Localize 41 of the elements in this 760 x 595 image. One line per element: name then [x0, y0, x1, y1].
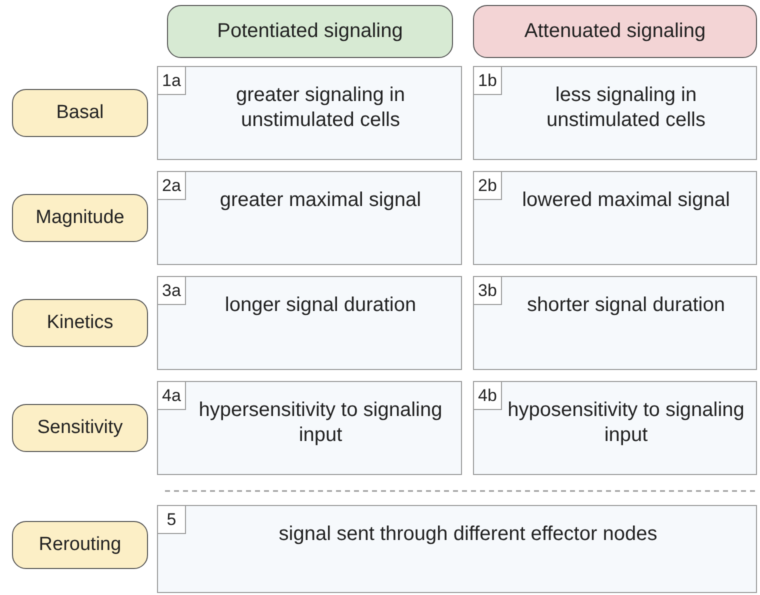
number-tag: 3b — [474, 277, 502, 305]
cell-panel — [473, 276, 757, 370]
number-tag: 2a — [158, 172, 186, 200]
number-tag: 4a — [158, 382, 186, 410]
label-text: Kinetics — [46, 312, 114, 334]
label-text: Rerouting — [38, 534, 122, 556]
cell-text: greater maximal signal — [218, 188, 422, 213]
cell-text: lowered maximal signal — [521, 188, 731, 213]
cell-panel — [157, 505, 757, 593]
row-label — [12, 299, 148, 347]
cell-text: greater signaling in unstimulated cells — [235, 83, 406, 133]
label-text: Basal — [56, 102, 104, 124]
cell-panel — [157, 381, 462, 475]
number-tag: 5 — [158, 506, 186, 534]
number-tag: 1b — [474, 67, 502, 95]
cell-text: hypersensitivity to signaling input — [198, 398, 444, 448]
cell-panel — [473, 381, 757, 475]
cell-text: shorter signal duration — [526, 293, 726, 318]
label-text: Attenuated signaling — [524, 20, 706, 43]
cell-panel — [473, 66, 757, 160]
label-text: Potentiated signaling — [217, 20, 403, 43]
number-tag: 1a — [158, 67, 186, 95]
label-text: Magnitude — [36, 207, 124, 229]
label-text: Sensitivity — [37, 417, 123, 439]
row-label — [12, 89, 148, 137]
cell-text: less signaling in unstimulated cells — [546, 83, 706, 133]
cell-text: longer signal duration — [224, 293, 418, 318]
cell-panel — [157, 171, 462, 265]
cell-panel — [157, 276, 462, 370]
number-tag: 4b — [474, 382, 502, 410]
cell-text: hyposensitivity to signaling input — [506, 398, 746, 448]
cell-panel — [157, 66, 462, 160]
number-tag: 3a — [158, 277, 186, 305]
cell-text: signal sent through different effector nodes — [278, 522, 658, 547]
column-header — [167, 5, 453, 58]
number-tag: 2b — [474, 172, 502, 200]
row-label — [12, 404, 148, 452]
row-label — [12, 521, 148, 569]
column-header — [473, 5, 757, 58]
cell-panel — [473, 171, 757, 265]
row-label — [12, 194, 148, 242]
